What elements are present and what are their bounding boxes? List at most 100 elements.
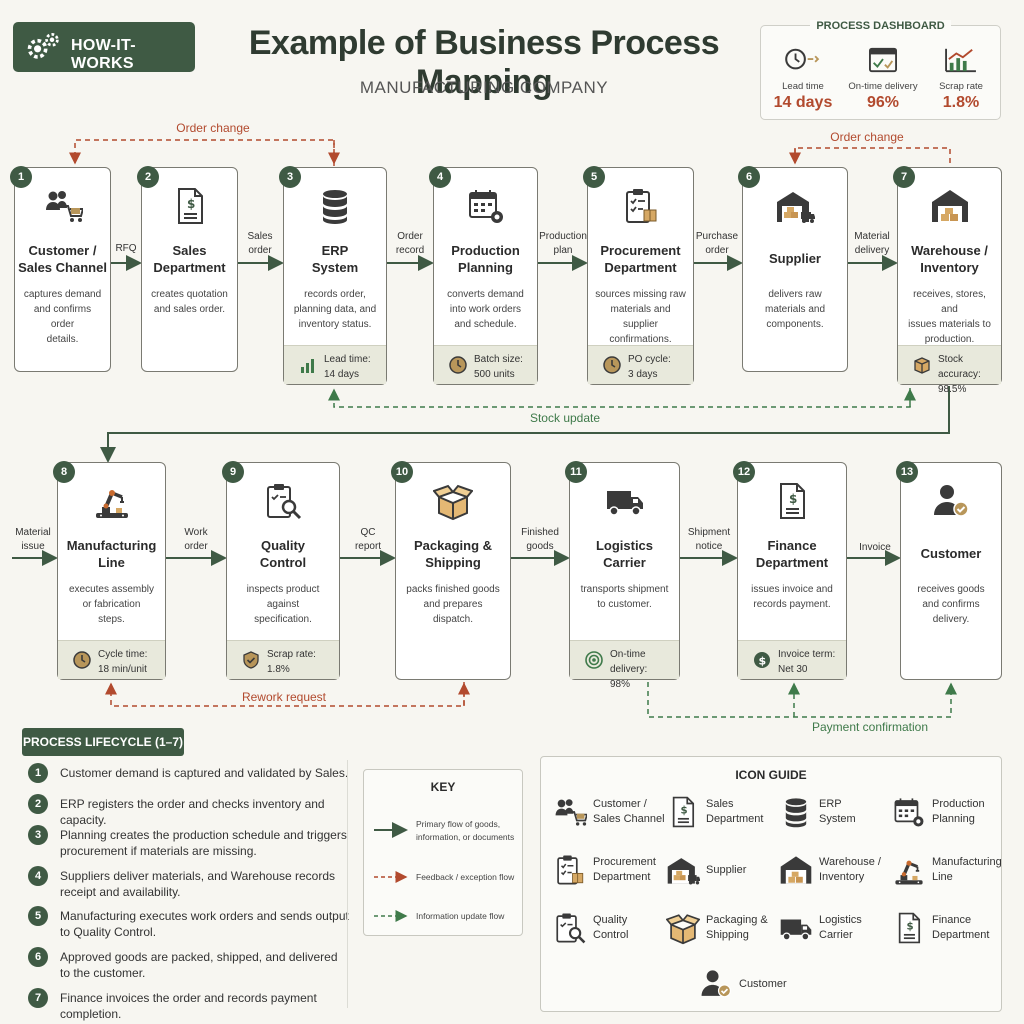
icon-guide-label: ERP System: [819, 798, 856, 825]
icon-guide-item: Warehouse / Inventory: [779, 849, 891, 899]
node-description: packs finished goods and prepares dispat…: [406, 584, 500, 625]
node-metric-text: Invoice term: Net 30: [778, 649, 836, 675]
lifecycle-step-text: Finance invoices the order and records p…: [60, 991, 317, 1021]
lifecycle-step-text: Manufacturing executes work orders and s…: [60, 909, 349, 939]
dashboard-title: PROCESS DASHBOARD: [761, 20, 1000, 34]
flow-label-order-record: Order record: [395, 231, 425, 256]
node-metric-text: Scrap rate: 1.8%: [267, 649, 316, 675]
badge-label: HOW-IT-WORKS: [71, 37, 136, 72]
step-number-badge: 6: [738, 166, 760, 188]
node-metric-text: On-time delivery: 98%: [610, 649, 648, 690]
lifecycle-step-number: 4: [28, 866, 48, 886]
step-number-badge: 9: [222, 461, 244, 483]
node-metric: Invoice term: Net 30: [738, 640, 846, 679]
lifecycle-step-text: Approved goods are packed, shipped, and …: [60, 950, 338, 980]
box-icon: [912, 355, 932, 375]
node-metric: On-time delivery: 98%: [570, 640, 679, 690]
target-icon: [584, 650, 604, 670]
customer-check-icon: [699, 967, 733, 1001]
icon-guide-label: Finance Department: [932, 914, 990, 941]
clipboard-box-icon: [621, 186, 661, 226]
flow-label-payment-confirmation: Payment confirmation: [811, 720, 929, 734]
document-dollar-icon: [892, 911, 926, 945]
flow-label-order-change-2: Order change: [830, 130, 904, 144]
icon-guide-item: Quality Control: [553, 907, 665, 957]
document-dollar-icon: [666, 795, 700, 829]
page-subtitle: MANUFACTURING COMPANY: [359, 78, 609, 97]
key-primary-flow: Primary flow of goods, information, or d…: [416, 819, 515, 842]
node-metric: Batch size: 500 units: [434, 345, 537, 384]
icon-guide-label: Supplier: [706, 864, 747, 876]
icon-guide-item: Logistics Carrier: [779, 907, 891, 957]
warehouse-icon: [930, 186, 970, 226]
how-it-works-badge: HOW-IT-WORKS: [13, 22, 195, 72]
truck-icon: [605, 481, 645, 521]
icon-guide-item: Finance Department: [892, 907, 1004, 957]
node-description: receives goods and confirms delivery.: [917, 584, 985, 625]
lifecycle-step-number: 6: [28, 947, 48, 967]
icon-guide-item: Packaging & Shipping: [666, 907, 778, 957]
flow-label-work-order: Work order: [184, 527, 208, 552]
node-name: Packaging & Shipping: [413, 538, 493, 570]
node-metric: Scrap rate: 1.8%: [227, 640, 339, 679]
step-number-badge: 10: [391, 461, 413, 483]
database-icon: [315, 186, 355, 226]
node-name: Warehouse / Inventory: [911, 243, 988, 275]
process-dashboard: PROCESS DASHBOARD Lead time 14 days On-t…: [760, 20, 1001, 120]
warehouse-icon: [779, 853, 813, 887]
node-name: Procurement Department: [600, 243, 681, 275]
lifecycle-step-number: 3: [28, 825, 48, 845]
icon-guide-item: Production Planning: [892, 791, 1004, 841]
icon-guide-item: ERP System: [779, 791, 891, 841]
lifecycle-step-number: 7: [28, 988, 48, 1008]
document-dollar-icon: [772, 481, 812, 521]
flow-label-shipment-notice: Shipment notice: [687, 527, 731, 552]
lifecycle-step-text: Planning creates the production schedule…: [60, 828, 347, 858]
flow-label-stock-update: Stock update: [529, 411, 601, 425]
lifecycle-step-number: 5: [28, 906, 48, 926]
node-name: Logistics Carrier: [595, 538, 654, 570]
customer-cart-icon: [553, 795, 587, 829]
flow-label-material-delivery: Material delivery: [854, 231, 890, 256]
node-description: sources missing raw materials and suppli…: [595, 289, 686, 345]
clock-icon: [602, 355, 622, 375]
icon-guide-label: Packaging & Shipping: [706, 914, 768, 941]
node-metric: Cycle time: 18 min/unit: [58, 640, 165, 679]
clock-icon: [72, 650, 92, 670]
icon-guide-title: ICON GUIDE: [735, 768, 807, 782]
open-box-icon: [666, 911, 700, 945]
step-number-badge: 4: [429, 166, 451, 188]
flow-label-qc-report: QC report: [354, 527, 382, 552]
node-metric-text: Lead time: 14 days: [324, 354, 371, 380]
node-metric: Stock accuracy: 98.5%: [898, 345, 1001, 395]
icon-guide-label: Sales Department: [706, 798, 764, 825]
step-number-badge: 2: [137, 166, 159, 188]
node-description: records order, planning data, and invent…: [293, 289, 377, 330]
node-description: creates quotation and sales order.: [151, 289, 228, 315]
flow-label-rfq: RFQ: [115, 243, 137, 254]
icon-guide-label: Quality Control: [593, 914, 629, 941]
node-metric-text: Cycle time: 18 min/unit: [98, 649, 148, 675]
flow-label-order-change-1: Order change: [176, 121, 250, 135]
step-number-badge: 1: [10, 166, 32, 188]
flow-label-sales-order: Sales order: [247, 231, 273, 256]
process-node-5: Procurement Department sources missing ra…: [587, 167, 694, 385]
flow-label-production-plan: Production plan: [539, 231, 587, 256]
icon-guide-item: Customer: [699, 963, 811, 1013]
node-description: issues invoice and records payment.: [751, 584, 833, 610]
lifecycle-step-number: 2: [28, 794, 48, 814]
node-name: Manufacturing Line: [66, 538, 157, 570]
flow-label-rework-request: Rework request: [241, 690, 327, 704]
truck-icon: [779, 911, 813, 945]
dashboard-on-time-delivery: On-time delivery 96%: [843, 46, 923, 112]
key-line-samples: [374, 822, 408, 922]
key-title: KEY: [430, 780, 456, 794]
document-dollar-icon: [170, 186, 210, 226]
node-name: Quality Control: [259, 538, 307, 570]
